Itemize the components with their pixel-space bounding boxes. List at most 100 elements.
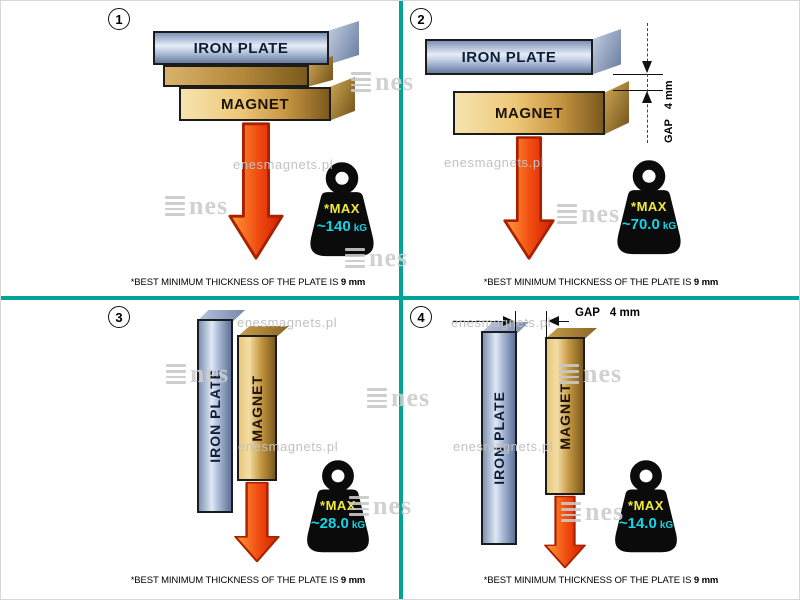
watermark-brand-text: nes bbox=[375, 67, 415, 96]
caption-text: *BEST MINIMUM THICKNESS OF THE PLATE IS bbox=[130, 277, 339, 288]
watermark-site: enesmagnets.pl bbox=[444, 155, 545, 170]
magnet-label: MAGNET bbox=[221, 95, 289, 113]
kettlebell-shape-icon bbox=[615, 460, 677, 553]
watermark-logo: nes bbox=[166, 361, 229, 387]
watermark-site: enesmagnets.pl bbox=[233, 157, 334, 172]
magnet: MAGNET bbox=[179, 87, 331, 121]
force-unit: kG bbox=[353, 223, 368, 235]
iron-plate-top bbox=[197, 310, 245, 321]
dimension-line bbox=[453, 321, 507, 322]
dimension-arrow-icon bbox=[548, 316, 559, 326]
magnet-label: MAGNET bbox=[249, 374, 265, 442]
iron-plate: IRON PLATE bbox=[153, 31, 329, 65]
watermark-logo: nes bbox=[165, 193, 228, 219]
iron-plate: IRON PLATE bbox=[481, 331, 517, 545]
panel-number: 4 bbox=[410, 306, 432, 328]
watermark-brand-text: nes bbox=[581, 199, 621, 228]
dimension-line bbox=[559, 321, 569, 322]
caption-bold: 9 mm bbox=[340, 575, 366, 586]
caption-bold: 9 mm bbox=[340, 277, 366, 288]
watermark-logo: nes bbox=[557, 201, 620, 227]
pull-force-arrow-icon bbox=[234, 481, 280, 563]
divider-vertical bbox=[399, 1, 403, 599]
dimension-extension-line bbox=[546, 311, 547, 337]
caption-bold: 9 mm bbox=[693, 575, 719, 586]
watermark-site: enesmagnets.pl bbox=[453, 439, 554, 454]
enes-logo-bars-icon bbox=[351, 72, 371, 92]
force-unit: kG bbox=[351, 520, 366, 531]
enes-logo-bars-icon bbox=[559, 364, 579, 384]
enes-logo-bars-icon bbox=[557, 204, 577, 224]
iron-plate-label: IRON PLATE bbox=[193, 39, 289, 57]
magnet: MAGNET bbox=[453, 91, 605, 135]
magnet-top bbox=[237, 326, 289, 337]
dimension-extension-line bbox=[515, 311, 516, 331]
watermark-site: enesmagnets.pl bbox=[237, 315, 338, 330]
iron-plate-top bbox=[481, 322, 529, 333]
watermark-logo: nes bbox=[559, 361, 622, 387]
watermark-logo: nes bbox=[561, 499, 624, 525]
watermark-brand-text: nes bbox=[373, 491, 413, 520]
gap-label: GAP 4 mm bbox=[663, 80, 675, 143]
gap-value: 4 mm bbox=[663, 80, 675, 110]
caption: *BEST MINIMUM THICKNESS OF THE PLATE IS … bbox=[101, 277, 395, 288]
magnet-top bbox=[545, 328, 597, 339]
watermark-brand-text: nes bbox=[190, 359, 230, 388]
watermark-logo: nes bbox=[367, 385, 430, 411]
iron-plate-label: IRON PLATE bbox=[491, 391, 507, 485]
magnet-label: MAGNET bbox=[495, 104, 563, 122]
caption: *BEST MINIMUM THICKNESS OF THE PLATE IS … bbox=[454, 575, 748, 586]
iron-plate: IRON PLATE bbox=[425, 39, 593, 75]
watermark-logo: nes bbox=[349, 493, 412, 519]
caption-text: *BEST MINIMUM THICKNESS OF THE PLATE IS bbox=[130, 575, 339, 586]
watermark-brand-text: nes bbox=[189, 191, 229, 220]
watermark-brand-text: nes bbox=[369, 243, 409, 272]
pull-force-arrow-icon bbox=[503, 136, 555, 260]
gap-value: 4 mm bbox=[609, 307, 640, 319]
gap-label: GAP 4 mm bbox=[575, 307, 640, 319]
caption: *BEST MINIMUM THICKNESS OF THE PLATE IS … bbox=[454, 277, 748, 288]
kettlebell-shape-icon bbox=[307, 460, 369, 553]
gap-word: GAP bbox=[575, 307, 600, 319]
dimension-extension-line bbox=[647, 23, 648, 143]
watermark-brand-text: nes bbox=[391, 383, 431, 412]
iron-plate-label: IRON PLATE bbox=[461, 48, 557, 66]
divider-horizontal bbox=[1, 296, 799, 300]
dimension-line bbox=[613, 74, 663, 75]
magnet-label: MAGNET bbox=[557, 382, 573, 450]
panel-number: 2 bbox=[410, 8, 432, 30]
dimension-arrow-icon bbox=[503, 316, 514, 326]
watermark-site: enesmagnets.pl bbox=[451, 315, 552, 330]
kettlebell-shape-icon bbox=[617, 160, 681, 255]
gap-word: GAP bbox=[663, 119, 675, 143]
caption-text: *BEST MINIMUM THICKNESS OF THE PLATE IS bbox=[483, 575, 692, 586]
caption: *BEST MINIMUM THICKNESS OF THE PLATE IS … bbox=[101, 575, 395, 586]
dimension-arrow-icon bbox=[642, 61, 652, 73]
watermark-brand-text: nes bbox=[583, 359, 623, 388]
watermark-site: enesmagnets.pl bbox=[238, 439, 339, 454]
pull-force-arrow-icon bbox=[228, 122, 284, 260]
max-label: *MAX bbox=[628, 498, 664, 513]
max-label: *MAX bbox=[631, 198, 667, 214]
watermark-brand-text: nes bbox=[585, 497, 625, 526]
force-number: ~28.0 bbox=[310, 515, 349, 532]
enes-logo-bars-icon bbox=[345, 248, 365, 268]
watermark-logo: nes bbox=[351, 69, 414, 95]
force-number: ~140 bbox=[316, 218, 351, 236]
enes-logo-bars-icon bbox=[561, 502, 581, 522]
panel-number: 3 bbox=[108, 306, 130, 328]
max-label: *MAX bbox=[324, 200, 360, 216]
caption-bold: 9 mm bbox=[693, 277, 719, 288]
magnet-base bbox=[163, 65, 309, 87]
